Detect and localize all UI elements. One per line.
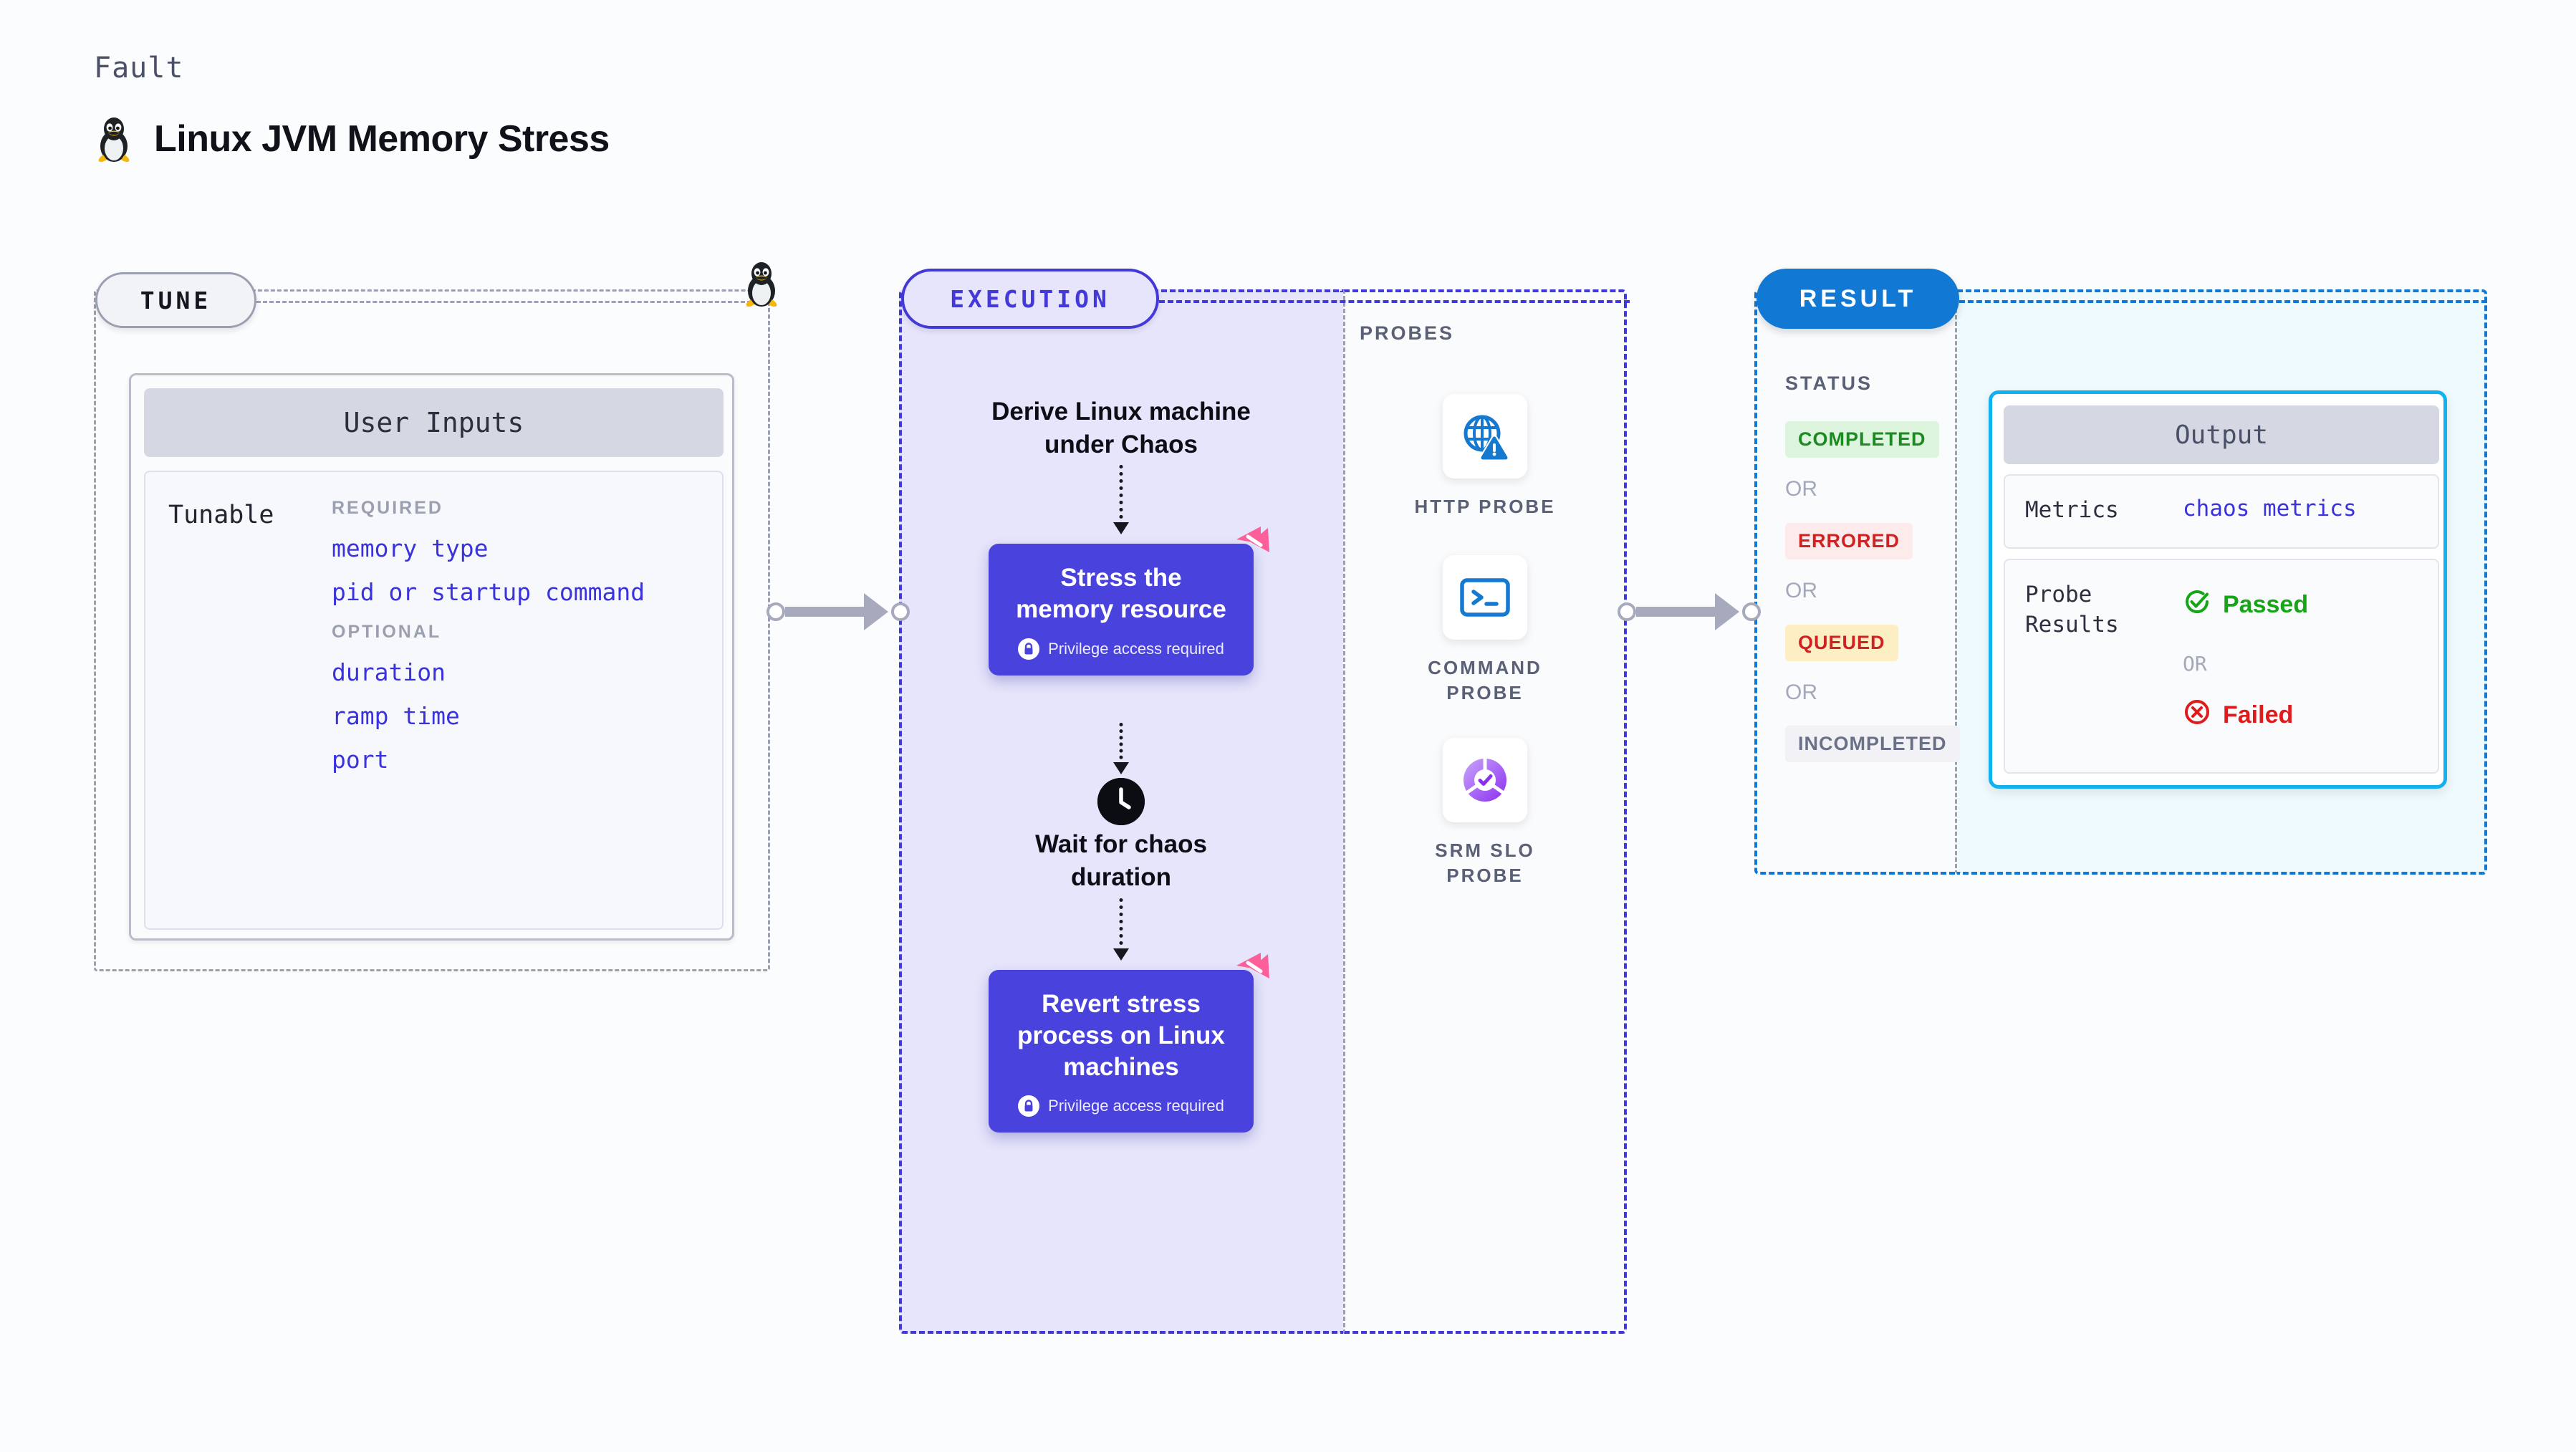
- check-circle-icon: [2183, 587, 2211, 622]
- slo-donut-check-icon: [1443, 738, 1527, 822]
- privilege-note-text: Privilege access required: [1048, 1097, 1224, 1115]
- metrics-key: Metrics: [2025, 497, 2119, 523]
- required-group-label: REQUIRED: [332, 498, 443, 518]
- status-badge: INCOMPLETED: [1785, 726, 1960, 762]
- flow-arrowhead-3: [1113, 948, 1129, 961]
- connector-start-dot: [1618, 602, 1636, 621]
- probes-title: PROBES: [1360, 322, 1455, 344]
- probe-result-passed: Passed: [2183, 587, 2308, 622]
- status-badge: ERRORED: [1785, 523, 1913, 559]
- probe-result-passed-label: Passed: [2223, 591, 2309, 618]
- tune-to-execution-connector: [766, 593, 910, 630]
- execution-flow: Derive Linux machine under Chaos Stress …: [899, 289, 1343, 1334]
- execution-leader-line: [1159, 300, 1630, 303]
- connector-end-dot: [891, 602, 910, 621]
- probe-http-label: HTTP PROBE: [1414, 496, 1556, 517]
- terminal-icon: [1443, 555, 1527, 640]
- tunable-item[interactable]: ramp time: [332, 702, 460, 730]
- status-badge: QUEUED: [1785, 625, 1898, 661]
- tunable-item[interactable]: memory type: [332, 534, 489, 562]
- output-card-title: Output: [2004, 405, 2439, 464]
- tunable-list: REQUIRED memory type pid or startup comm…: [332, 486, 704, 789]
- probe-http[interactable]: HTTP PROBE: [1413, 394, 1557, 519]
- probe-srm-slo[interactable]: SRM SLO PROBE: [1413, 738, 1557, 888]
- page-title-row: Linux JVM Memory Stress: [94, 115, 610, 163]
- connector-bar: [785, 607, 864, 617]
- lock-icon: [1018, 638, 1040, 660]
- flow-connector-2: [1119, 723, 1123, 766]
- wait-duration-step: Wait for chaos duration: [1035, 830, 1207, 891]
- probe-result-failed: Failed: [2183, 698, 2293, 733]
- metrics-value[interactable]: chaos metrics: [2183, 496, 2357, 521]
- connector-end-dot: [1742, 602, 1761, 621]
- tune-panel: [94, 289, 770, 971]
- status-panel: [1754, 289, 1957, 875]
- connector-arrowhead: [1715, 593, 1739, 630]
- page-eyebrow: Fault: [94, 52, 184, 85]
- tune-leader-line: [256, 301, 758, 303]
- user-inputs-title: User Inputs: [144, 388, 724, 457]
- status-or-label: OR: [1785, 579, 1817, 602]
- x-circle-icon: [2183, 698, 2211, 733]
- probe-srm-slo-label: SRM SLO PROBE: [1435, 840, 1535, 887]
- user-inputs-card: User Inputs Tunable REQUIRED memory type…: [129, 373, 734, 941]
- page-title: Linux JVM Memory Stress: [154, 118, 610, 160]
- privilege-note: Privilege access required: [1003, 638, 1239, 660]
- stress-memory-node-title: Stress the memory resource: [1016, 564, 1226, 623]
- metrics-row: Metrics chaos metrics: [2004, 474, 2439, 549]
- linux-penguin-icon: [94, 115, 134, 163]
- derive-machine-step: Derive Linux machine under Chaos: [991, 398, 1251, 458]
- probe-results-row: Probe Results Passed OR: [2004, 559, 2439, 774]
- output-card: Output Metrics chaos metrics Probe Resul…: [1989, 390, 2447, 789]
- status-badge: COMPLETED: [1785, 421, 1939, 458]
- globe-warning-icon: [1443, 394, 1527, 479]
- flow-arrowhead-1: [1113, 522, 1129, 534]
- revert-stress-node-title: Revert stress process on Linux machines: [1017, 990, 1225, 1081]
- harness-ribbon-icon: [1232, 524, 1275, 567]
- result-stage-pill[interactable]: RESULT: [1756, 269, 1959, 329]
- probes-to-result-connector: [1618, 593, 1761, 630]
- result-leader-line: [1959, 300, 2487, 303]
- lock-icon: [1018, 1095, 1040, 1117]
- user-inputs-body: Tunable REQUIRED memory type pid or star…: [144, 471, 724, 930]
- status-title: STATUS: [1785, 372, 1873, 394]
- probe-results-key: Probe Results: [2025, 582, 2119, 638]
- privilege-note-text: Privilege access required: [1048, 639, 1224, 658]
- tunable-label: Tunable: [168, 501, 274, 529]
- status-or-label: OR: [1785, 681, 1817, 704]
- probe-result-or-label: OR: [2183, 652, 2207, 675]
- privilege-note: Privilege access required: [1003, 1095, 1239, 1117]
- clock-icon: [1097, 778, 1145, 825]
- connector-start-dot: [766, 602, 785, 621]
- tunable-item[interactable]: port: [332, 746, 389, 774]
- probe-command-label: COMMAND PROBE: [1428, 657, 1542, 704]
- flow-connector-3: [1119, 898, 1123, 952]
- optional-group-label: OPTIONAL: [332, 622, 442, 642]
- tunable-item[interactable]: pid or startup command: [332, 578, 645, 606]
- tunable-item[interactable]: duration: [332, 658, 446, 686]
- tune-stage-pill[interactable]: TUNE: [95, 272, 256, 328]
- harness-ribbon-icon: [1232, 950, 1275, 994]
- stress-memory-node[interactable]: Stress the memory resource Privilege acc…: [989, 527, 1269, 675]
- tune-linux-penguin-icon: [741, 259, 782, 313]
- execution-stage-pill[interactable]: EXECUTION: [901, 269, 1159, 329]
- flow-connector-1: [1119, 465, 1123, 526]
- probe-command[interactable]: COMMAND PROBE: [1413, 555, 1557, 706]
- connector-bar: [1636, 607, 1715, 617]
- connector-arrowhead: [864, 593, 888, 630]
- status-or-label: OR: [1785, 477, 1817, 501]
- revert-stress-node[interactable]: Revert stress process on Linux machines …: [989, 953, 1269, 1133]
- flow-arrowhead-2: [1113, 762, 1129, 774]
- probe-result-failed-label: Failed: [2223, 701, 2294, 729]
